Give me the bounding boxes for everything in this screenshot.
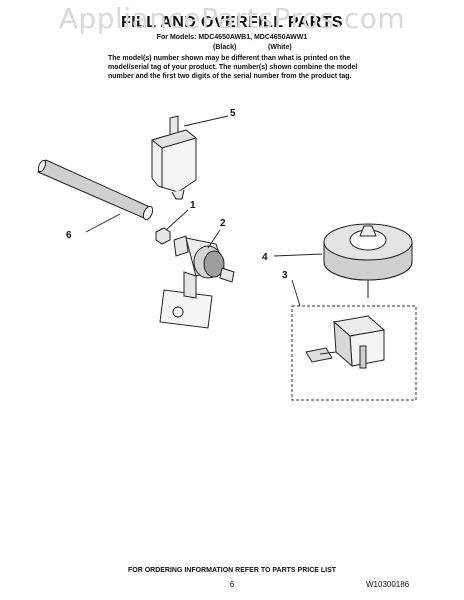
part-nut — [155, 227, 171, 245]
ordering-note: FOR ORDERING INFORMATION REFER TO PARTS … — [127, 567, 337, 574]
part-float-switch-assembly — [291, 305, 417, 401]
callout-4: 4 — [262, 252, 268, 263]
callout-2: 2 — [220, 218, 226, 229]
model-numbers: For Models: MDC4650AWB1, MDC4650AWW1 — [156, 34, 308, 41]
variant-white-label: (White) — [268, 44, 292, 51]
model-note: The model(s) number shown may be differe… — [108, 55, 358, 80]
part-float-switch-housing — [150, 115, 198, 200]
callout-6: 6 — [66, 230, 72, 241]
callout-1: 1 — [190, 200, 196, 211]
page-title: FILL AND OVERFILL PARTS — [121, 14, 343, 31]
page-number: 6 — [229, 580, 235, 589]
document-code: W10300186 — [366, 580, 410, 589]
callout-3: 3 — [282, 270, 288, 281]
variant-black-label: (Black) — [213, 44, 237, 51]
part-hose — [37, 159, 154, 221]
callout-5: 5 — [230, 108, 236, 119]
part-float-cap — [323, 223, 413, 298]
part-fill-valve — [159, 235, 235, 329]
